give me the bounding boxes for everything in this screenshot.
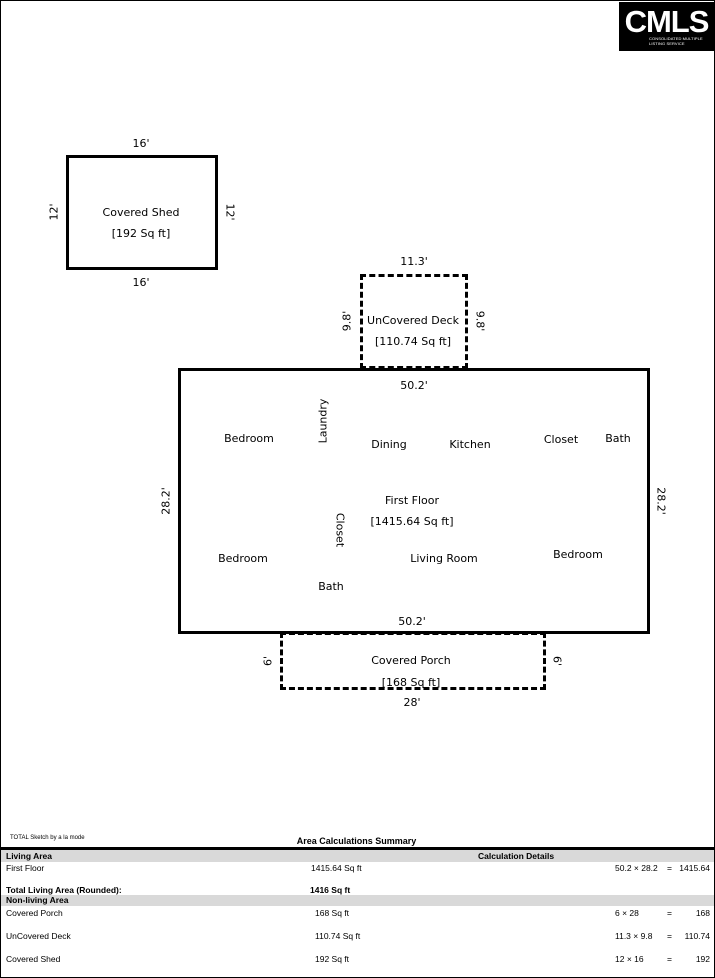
area-summary-table: Living Area Calculation Details First Fl…: [1, 850, 714, 975]
row-name: First Floor: [6, 863, 45, 873]
row-calc: 11.3 × 9.8: [615, 931, 653, 941]
porch-dim-bottom: 28': [403, 696, 421, 709]
shed-outline: [66, 155, 218, 270]
floor-dim-top: 50.2': [400, 379, 428, 392]
floor-dim-right: 28.2': [654, 487, 668, 515]
total-label: Total Living Area (Rounded):: [6, 885, 122, 895]
row-equals: =: [667, 954, 672, 964]
sketch-credit: TOTAL Sketch by a la mode: [10, 835, 85, 841]
porch-dim-left: 6': [261, 655, 275, 667]
room-closet-ne: Closet: [543, 433, 579, 446]
table-row: Covered Porch 168 Sq ft 6 × 28 = 168: [1, 906, 714, 929]
logo-text: CMLS: [624, 4, 710, 39]
logo-subtext: CONSOLIDATED MULTIPLE LISTING SERVICE: [649, 36, 703, 46]
floor-dim-bottom: 50.2': [398, 615, 426, 628]
summary-title: Area Calculations Summary: [296, 836, 417, 846]
deck-dim-top: 11.3': [400, 255, 428, 268]
room-kitchen: Kitchen: [449, 438, 491, 451]
floor-area: [1415.64 Sq ft]: [370, 515, 454, 528]
row-result: 1415.64: [679, 863, 710, 873]
room-bath-ne: Bath: [605, 432, 631, 445]
row-area: 1415.64 Sq ft: [311, 863, 362, 873]
total-value: 1416 Sq ft: [310, 885, 351, 895]
calc-header: Calculation Details: [478, 851, 555, 861]
row-area: 192 Sq ft: [315, 954, 350, 964]
deck-outline: [360, 274, 468, 369]
room-bedroom-sw: Bedroom: [218, 552, 268, 565]
nonliving-header-row: Non-living Area: [1, 895, 714, 906]
deck-area: [110.74 Sq ft]: [374, 335, 452, 348]
porch-label: Covered Porch: [371, 654, 451, 667]
cmls-logo: CMLS CONSOLIDATED MULTIPLE LISTING SERVI…: [619, 2, 714, 51]
deck-dim-right: 9.8': [473, 310, 487, 332]
porch-outline: [280, 632, 546, 690]
row-name: Covered Shed: [6, 954, 61, 964]
room-closet-center: Closet: [333, 512, 347, 548]
porch-area: [168 Sq ft]: [381, 676, 441, 689]
table-row: Covered Shed 192 Sq ft 12 × 16 = 192: [1, 952, 714, 975]
shed-dim-top: 16': [132, 137, 150, 150]
shed-area: [192 Sq ft]: [111, 227, 171, 240]
summary-divider: [1, 847, 714, 850]
row-result: 192: [695, 954, 710, 964]
table-row: UnCovered Deck 110.74 Sq ft 11.3 × 9.8 =…: [1, 929, 714, 952]
deck-label: UnCovered Deck: [367, 314, 459, 327]
shed-dim-right: 12': [223, 203, 237, 221]
floor-dim-left: 28.2': [159, 487, 173, 515]
row-calc: 50.2 × 28.2: [615, 863, 658, 873]
room-bedroom-nw: Bedroom: [224, 432, 274, 445]
row-name: UnCovered Deck: [6, 931, 71, 941]
row-equals: =: [667, 863, 672, 873]
room-dining: Dining: [371, 438, 407, 451]
floor-label: First Floor: [384, 494, 440, 507]
row-equals: =: [667, 908, 672, 918]
porch-dim-right: 6': [550, 655, 564, 667]
row-area: 168 Sq ft: [315, 908, 350, 918]
room-laundry: Laundry: [316, 398, 330, 444]
living-header: Living Area: [6, 851, 52, 861]
shed-dim-left: 12': [47, 203, 61, 221]
row-calc: 6 × 28: [615, 908, 639, 918]
row-result: 168: [695, 908, 710, 918]
row-calc: 12 × 16: [615, 954, 644, 964]
shed-label: Covered Shed: [102, 206, 180, 219]
row-area: 110.74 Sq ft: [315, 931, 361, 941]
table-row: First Floor 1415.64 Sq ft 50.2 × 28.2 = …: [1, 862, 714, 882]
room-bath-s: Bath: [318, 580, 344, 593]
deck-dim-left: 9.8': [340, 310, 354, 332]
row-result: 110.74: [684, 931, 710, 941]
shed-dim-bottom: 16': [132, 276, 150, 289]
living-header-row: Living Area Calculation Details: [1, 850, 714, 862]
total-row: Total Living Area (Rounded): 1416 Sq ft: [1, 882, 714, 895]
room-living-room: Living Room: [410, 552, 478, 565]
row-name: Covered Porch: [6, 908, 63, 918]
room-bedroom-se: Bedroom: [553, 548, 603, 561]
row-equals: =: [667, 931, 672, 941]
nonliving-header: Non-living Area: [6, 895, 69, 905]
